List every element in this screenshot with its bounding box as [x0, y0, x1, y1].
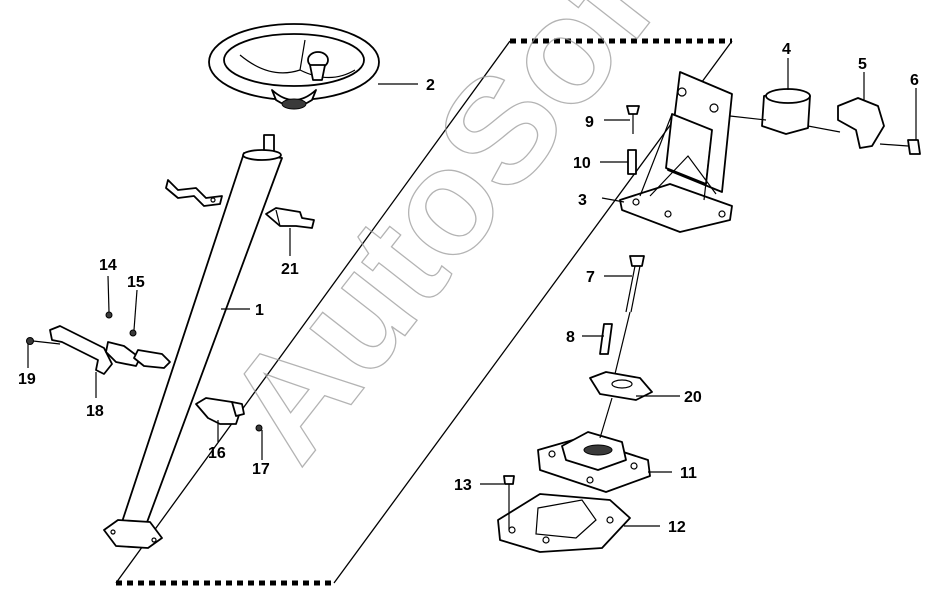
part-callout-10: 10 [573, 155, 591, 172]
bolt-9 [626, 105, 640, 134]
bush-alignment-line [729, 115, 767, 121]
part-callout-9: 9 [585, 114, 594, 131]
part-callout-19: 19 [18, 371, 36, 388]
part-callout-18: 18 [86, 403, 104, 420]
part-callout-20: 20 [684, 389, 702, 406]
part-callout-14: 14 [99, 257, 117, 274]
bracket-21 [265, 207, 315, 229]
part-callout-12: 12 [668, 519, 686, 536]
callouts: 1 2 3 4 5 6 7 8 9 10 11 12 13 14 15 16 1… [18, 41, 919, 536]
bolt-6 [879, 139, 921, 155]
part-callout-11: 11 [680, 465, 697, 482]
part-callout-16: 16 [208, 445, 226, 462]
gasket-plate-12 [497, 493, 631, 553]
bolt-13 [503, 475, 515, 530]
part-callout-3: 3 [578, 192, 587, 209]
clamp-5 [837, 97, 885, 149]
part-callout-4: 4 [782, 41, 791, 58]
part-callout-6: 6 [910, 72, 919, 89]
bracket-assembly-18 [26, 311, 171, 375]
part-callout-21: 21 [281, 261, 299, 278]
part-callout-13: 13 [454, 477, 472, 494]
steering-wheel [208, 23, 380, 110]
steering-column-tube [103, 134, 283, 549]
bracket-16 [195, 397, 263, 432]
leader-lines [27, 58, 917, 527]
part-callout-2: 2 [426, 77, 435, 94]
axis-line-7-20 [613, 311, 631, 379]
spacer-10 [627, 149, 637, 175]
part-callout-15: 15 [127, 274, 145, 291]
part-callout-1: 1 [255, 302, 264, 319]
housing-11 [537, 431, 651, 493]
clamp-alignment-line [807, 125, 841, 133]
part-callout-8: 8 [566, 329, 575, 346]
part-callout-5: 5 [858, 56, 867, 73]
axis-line-20-11 [599, 397, 613, 439]
bolt-7 [625, 255, 645, 313]
column-bracket-upper [165, 179, 223, 207]
mounting-bracket [619, 71, 733, 233]
part-callout-7: 7 [586, 269, 595, 286]
bush-4 [761, 88, 811, 135]
part-callout-17: 17 [252, 461, 270, 478]
spacer-8 [599, 323, 613, 355]
flange-20 [589, 371, 653, 401]
